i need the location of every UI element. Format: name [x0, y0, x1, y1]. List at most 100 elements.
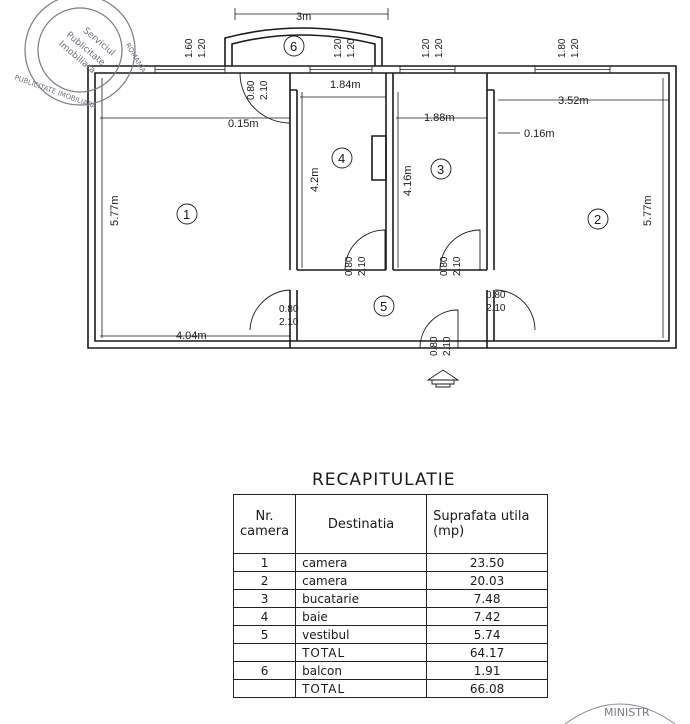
dim-door-top-w: 0.80: [246, 80, 257, 100]
floor-plan: 3m 1.60 1.20 1.20 1.20 1.20 1.20 1.80 1.…: [87, 8, 677, 388]
table-header-row: Nr. camera Destinatia Suprafata utila (m…: [232, 494, 549, 554]
row-dest: camera: [295, 571, 428, 590]
table-row: 4 baie 7.42: [232, 607, 549, 626]
room-number-1: 1: [183, 207, 190, 222]
dim-door2-w: 0.80: [486, 290, 506, 301]
dim-balcony-width: 3m: [296, 11, 311, 23]
row-nr-empty: [232, 643, 297, 662]
outer-wall: [87, 65, 677, 349]
table-row: 3 bucatarie 7.48: [232, 589, 549, 608]
dim-window-left-w: 1.60: [184, 38, 195, 58]
wall-hall-right: [486, 290, 495, 348]
table-row: 5 vestibul 5.74: [232, 625, 549, 644]
row-val: 23.50: [426, 553, 549, 572]
entrance-arrow-icon: [426, 369, 460, 388]
balcony-outline: [224, 27, 383, 66]
row-nr: 3: [232, 589, 297, 608]
dim-window-right-h: 1.20: [570, 38, 581, 58]
door-arc-3: [439, 229, 481, 271]
room-number-6: 6: [290, 39, 297, 54]
dim-window-mid-h: 1.20: [434, 38, 445, 58]
dim-door4-h: 2.10: [357, 256, 368, 276]
dim-doorE-w: 0.80: [429, 336, 440, 356]
dim-416: 4.16m: [402, 165, 414, 196]
room-number-2: 2: [594, 212, 601, 227]
row-nr: 6: [232, 661, 297, 680]
door-arc-entrance: [419, 309, 459, 349]
row-val: 7.42: [426, 607, 549, 626]
row-val: 1.91: [426, 661, 549, 680]
dim-577-left: 5.77m: [109, 195, 121, 226]
row-dest: balcon: [295, 661, 428, 680]
row-nr: 4: [232, 607, 297, 626]
row-nr-empty: [232, 679, 297, 698]
wall-bath-left: [289, 73, 298, 270]
door-arc-1: [249, 289, 291, 331]
door-arc-2: [494, 289, 536, 331]
outer-wall-inner: [94, 72, 670, 342]
header-suprafata: Suprafata utila (mp): [426, 494, 549, 554]
row-dest: camera: [295, 553, 428, 572]
table-row: 6 balcon 1.91: [232, 661, 549, 680]
total-value: 64.17: [426, 643, 549, 662]
door-arc-4: [344, 229, 386, 271]
wall-kitchen-right: [486, 73, 495, 270]
window-left: [154, 66, 226, 73]
total-row: TOTAL 66.08: [232, 679, 549, 698]
total-label: TOTAL: [295, 679, 428, 698]
room-number-4: 4: [338, 151, 345, 166]
row-nr: 2: [232, 571, 297, 590]
dim-door1-h: 2.10: [279, 317, 299, 328]
dim-door3-w: 0.80: [439, 256, 450, 276]
ministry-stamp-icon: MINISTR: [564, 703, 676, 724]
dim-42: 4.2m: [309, 168, 321, 192]
duct: [371, 135, 387, 181]
dim-window-bath-w: 1.20: [333, 38, 344, 58]
table-row: 1 camera 23.50: [232, 553, 549, 572]
row-nr: 1: [232, 553, 297, 572]
dim-door1-w: 0.80: [279, 304, 299, 315]
dim-184: 1.84m: [330, 79, 361, 91]
dim-door-top-h: 2.10: [259, 80, 270, 100]
total-row: TOTAL 64.17: [232, 643, 549, 662]
recap-table: Nr. camera Destinatia Suprafata utila (m…: [232, 494, 549, 698]
window-right: [534, 66, 611, 73]
row-dest: vestibul: [295, 625, 428, 644]
dim-015: 0.15m: [228, 118, 259, 130]
dim-door4-w: 0.80: [344, 256, 355, 276]
table-row: 2 camera 20.03: [232, 571, 549, 590]
dim-404: 4.04m: [176, 330, 207, 342]
room-number-3: 3: [437, 162, 444, 177]
row-val: 5.74: [426, 625, 549, 644]
wall-hall-left: [289, 290, 298, 348]
dim-352: 3.52m: [558, 95, 589, 107]
room-number-5: 5: [380, 299, 387, 314]
dim-window-right-w: 1.80: [557, 38, 568, 58]
row-dest: baie: [295, 607, 428, 626]
header-destinatia: Destinatia: [295, 494, 428, 554]
window-bath: [309, 66, 373, 73]
total-label: TOTAL: [295, 643, 428, 662]
window-mid: [399, 66, 456, 73]
dim-window-mid-w: 1.20: [421, 38, 432, 58]
official-stamp-icon: Serviciul Publicitate Imobiliara ROMANIA…: [13, 0, 147, 111]
dim-188: 1.88m: [424, 112, 455, 124]
header-nr-camera: Nr. camera: [232, 494, 297, 554]
dim-window-left-h: 1.20: [197, 38, 208, 58]
dim-577-right: 5.77m: [642, 195, 654, 226]
dim-window-bath-h: 1.20: [346, 38, 357, 58]
door-arc-top: [239, 72, 291, 124]
row-dest: bucatarie: [295, 589, 428, 608]
wall-bath-kitchen: [385, 73, 394, 270]
row-val: 20.03: [426, 571, 549, 590]
dim-door3-h: 2.10: [452, 256, 463, 276]
total-value: 66.08: [426, 679, 549, 698]
recap-title: RECAPITULATIE: [312, 470, 456, 490]
row-val: 7.48: [426, 589, 549, 608]
dim-door2-h: 2.10: [486, 303, 506, 314]
svg-text:MINISTR: MINISTR: [604, 706, 650, 719]
balcony-outline-inner: [231, 34, 376, 66]
row-nr: 5: [232, 625, 297, 644]
dim-doorE-h: 2.10: [442, 336, 453, 356]
dim-016: 0.16m: [524, 128, 555, 140]
